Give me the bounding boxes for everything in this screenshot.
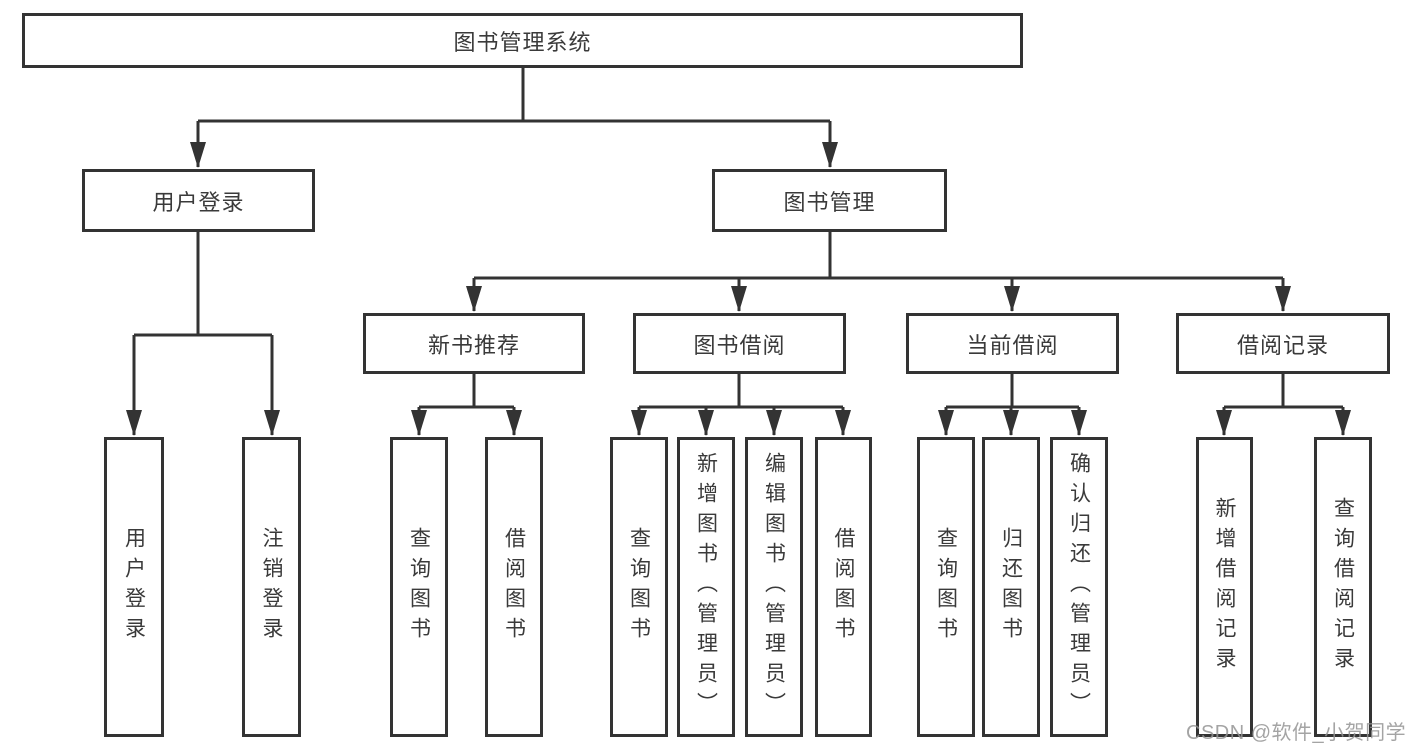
leaf-borrowing-edit-books-admin: 编辑图书（管理员） xyxy=(745,437,803,737)
node-label: 图书管理系统 xyxy=(453,29,592,55)
leaf-borrowing-add-books-admin: 新增图书（管理员） xyxy=(677,437,735,737)
node-book-borrowing: 图书借阅 xyxy=(633,313,846,374)
leaf-records-query-record: 查询借阅记录 xyxy=(1314,437,1372,737)
leaf-current-confirm-return-admin: 确认归还（管理员） xyxy=(1050,437,1108,737)
csdn-watermark: CSDN @软件_小贺同学 xyxy=(1186,722,1405,744)
node-label: 查询图书 xyxy=(627,527,651,647)
leaf-user-login: 用户登录 xyxy=(104,437,164,737)
node-new-book-recommend: 新书推荐 xyxy=(363,313,585,374)
node-label: 借阅图书 xyxy=(832,527,855,647)
node-label: 当前借阅 xyxy=(966,332,1059,358)
node-label: 新增借阅记录 xyxy=(1213,497,1236,677)
leaf-newbook-query-books: 查询图书 xyxy=(390,437,448,737)
leaf-current-return-books: 归还图书 xyxy=(982,437,1040,737)
node-label: 编辑图书（管理员） xyxy=(762,452,786,722)
node-user-login: 用户登录 xyxy=(82,169,315,232)
leaf-records-add-record: 新增借阅记录 xyxy=(1196,437,1253,737)
node-current-borrowing: 当前借阅 xyxy=(906,313,1119,374)
node-borrowing-records: 借阅记录 xyxy=(1176,313,1390,374)
node-label: 归还图书 xyxy=(999,527,1023,647)
node-label: 查询借阅记录 xyxy=(1331,497,1355,677)
leaf-borrowing-query-books: 查询图书 xyxy=(610,437,668,737)
node-label: 确认归还（管理员） xyxy=(1067,452,1091,722)
leaf-newbook-borrow-books: 借阅图书 xyxy=(485,437,543,737)
node-label: 查询图书 xyxy=(407,527,431,647)
node-label: 用户登录 xyxy=(152,189,245,215)
node-label: 新书推荐 xyxy=(427,332,520,358)
node-label: 新增图书（管理员） xyxy=(694,452,718,722)
leaf-logout: 注销登录 xyxy=(242,437,301,737)
node-label: 用户登录 xyxy=(122,527,146,647)
leaf-borrowing-borrow-books: 借阅图书 xyxy=(815,437,872,737)
node-label: 借阅记录 xyxy=(1236,332,1329,358)
node-label: 注销登录 xyxy=(260,527,283,647)
node-label: 图书借阅 xyxy=(693,332,786,358)
node-library-management-system: 图书管理系统 xyxy=(22,13,1023,68)
leaf-current-query-books: 查询图书 xyxy=(917,437,975,737)
node-book-management: 图书管理 xyxy=(712,169,947,232)
node-label: 借阅图书 xyxy=(502,527,526,647)
node-label: 图书管理 xyxy=(783,189,876,215)
node-label: 查询图书 xyxy=(934,527,958,647)
